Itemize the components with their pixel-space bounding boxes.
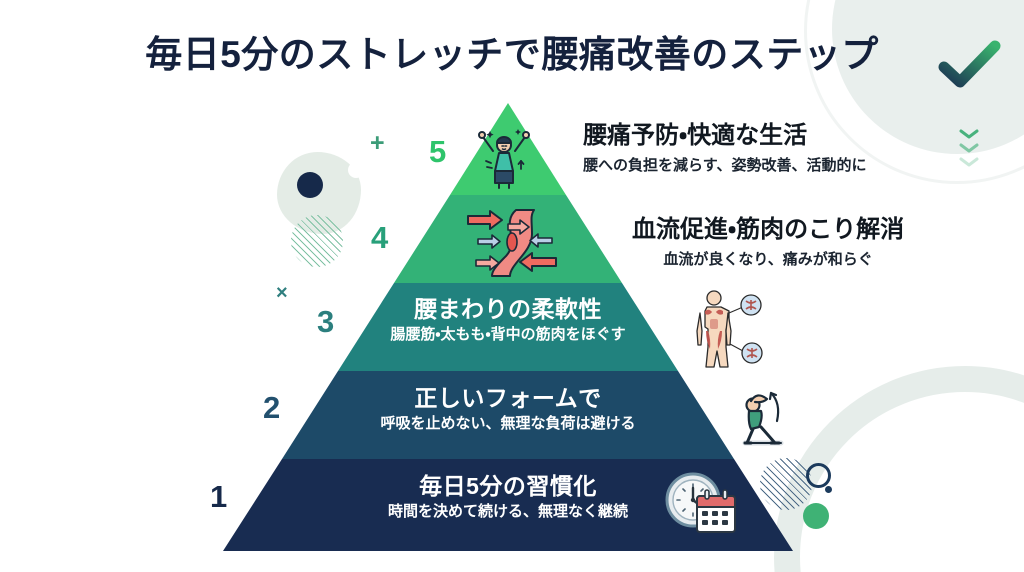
pyramid-tier-5-subtitle: 腰への負担を減らす、姿勢改善、活動的に bbox=[583, 156, 867, 174]
chevron-down-icon bbox=[959, 143, 979, 153]
pyramid-tier-3-number: 3 bbox=[317, 304, 335, 339]
cheering-person-icon bbox=[473, 123, 535, 194]
clock-calendar-icon bbox=[661, 470, 739, 545]
page-title: 毎日5分のストレッチで腰痛改善のステップ bbox=[145, 34, 879, 75]
green-dot-decoration bbox=[803, 503, 829, 529]
pyramid-tier-1[interactable] bbox=[223, 459, 793, 551]
pyramid-tier-1-number: 1 bbox=[210, 479, 228, 514]
pyramid-tier-4-subtitle: 血流が良くなり、痛みが和らぐ bbox=[663, 250, 873, 268]
pyramid-tier-4-title: 血流促進・筋肉のこり解消 bbox=[632, 216, 905, 243]
navy-mini-dot-decoration bbox=[825, 486, 832, 493]
muscle-anatomy-icon bbox=[683, 289, 763, 380]
pyramid-tier-5-text: 腰痛予防・快適な生活 腰への負担を減らす、姿勢改善、活動的に bbox=[583, 122, 867, 175]
pyramid-tier-5-title: 腰痛予防・快適な生活 bbox=[583, 122, 808, 149]
chevron-down-icon-group bbox=[958, 128, 980, 167]
chevron-down-icon bbox=[959, 157, 979, 167]
pyramid-tier-4-number: 4 bbox=[371, 220, 389, 255]
pyramid-tier-3[interactable] bbox=[223, 283, 793, 371]
chevron-down-icon bbox=[959, 129, 979, 139]
navy-ring-decoration bbox=[806, 463, 831, 488]
pyramid-tier-2-number: 2 bbox=[263, 390, 281, 425]
blood-flow-icon bbox=[460, 208, 558, 283]
pyramid-tier-5-number: 5 bbox=[429, 134, 447, 169]
pyramid-tier-2[interactable] bbox=[223, 371, 793, 459]
side-stretch-icon bbox=[727, 381, 799, 458]
pyramid-tier-4-text: 血流促進・筋肉のこり解消 血流が良くなり、痛みが和らぐ bbox=[632, 216, 904, 269]
pale-arc-decoration bbox=[774, 366, 1024, 572]
